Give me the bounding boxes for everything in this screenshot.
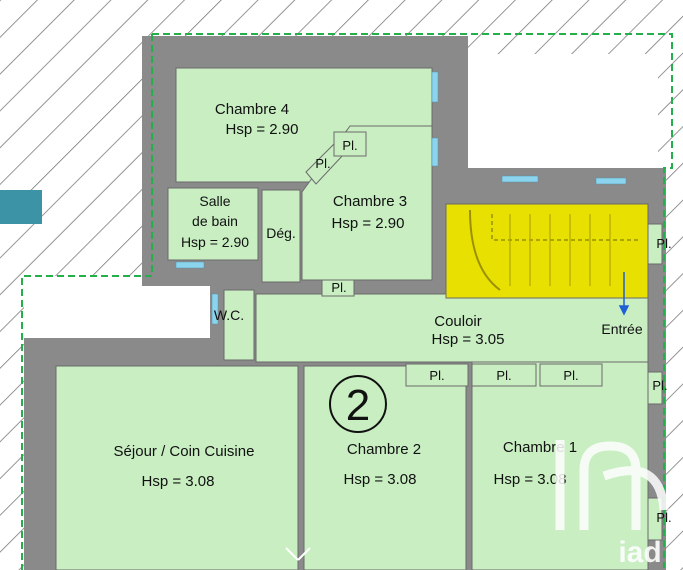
building-boundary [21,33,673,570]
label-closet-ch2: Pl. [429,368,444,383]
closets [305,131,663,541]
label-closet-right-mid: Pl. [652,378,667,393]
door-openings [285,547,311,561]
label-closet-ch1-b: Pl. [563,368,578,383]
hsp-couloir: Hsp = 3.05 [432,331,505,348]
terrace-left [24,276,210,340]
windows [175,71,627,325]
label-chambre1: Chambre 1 [503,439,577,456]
label-salle-de-bain-2: de bain [192,213,238,229]
hsp-chambre1: Hsp = 3.08 [494,471,567,488]
label-chambre2: Chambre 2 [347,441,421,458]
room-deg [261,189,301,283]
label-wc: W.C. [214,307,244,323]
label-closet-stair-right: Pl. [656,236,671,251]
closet-right-mid [647,371,663,405]
label-closet-c3: Pl. [342,138,357,153]
staircase [445,203,649,299]
hsp-chambre2: Hsp = 3.08 [344,471,417,488]
label-closet-ch1-a: Pl. [496,368,511,383]
closet-ch1-a [471,363,537,387]
closet-couloir-top [321,279,355,297]
label-closet-couloir-top: Pl. [331,280,346,295]
side-tab [0,190,42,224]
hsp-chambre3: Hsp = 2.90 [332,215,405,232]
label-couloir: Couloir [434,313,482,330]
label-chambre3: Chambre 3 [333,193,407,210]
floor-number: 2 [346,381,370,430]
closet-chambre3 [333,131,367,157]
entrance-arrow-icon [618,272,630,316]
label-closet-right-bottom: Pl. [656,510,671,525]
closet-ch1-b [539,363,603,387]
hsp-salle-de-bain: Hsp = 2.90 [181,234,249,250]
closet-ch2 [405,363,469,387]
hsp-chambre4: Hsp = 2.90 [226,121,299,138]
watermark-logo [555,440,669,530]
label-entree: Entrée [601,321,642,337]
label-chambre4: Chambre 4 [215,101,289,118]
room-salle-de-bain [167,187,259,261]
room-wc [223,289,255,361]
floor-number-circle [329,375,387,433]
label-deg: Dég. [266,225,296,241]
courtyard-top-right [468,54,658,174]
hsp-sejour: Hsp = 3.08 [142,473,215,490]
closet-right-bottom [647,497,663,541]
label-closet-c4: Pl. [315,156,330,171]
watermark-text: iad [618,536,661,569]
label-sejour: Séjour / Coin Cuisine [114,443,255,460]
label-salle-de-bain-1: Salle [199,193,230,209]
room-sejour [55,365,299,570]
